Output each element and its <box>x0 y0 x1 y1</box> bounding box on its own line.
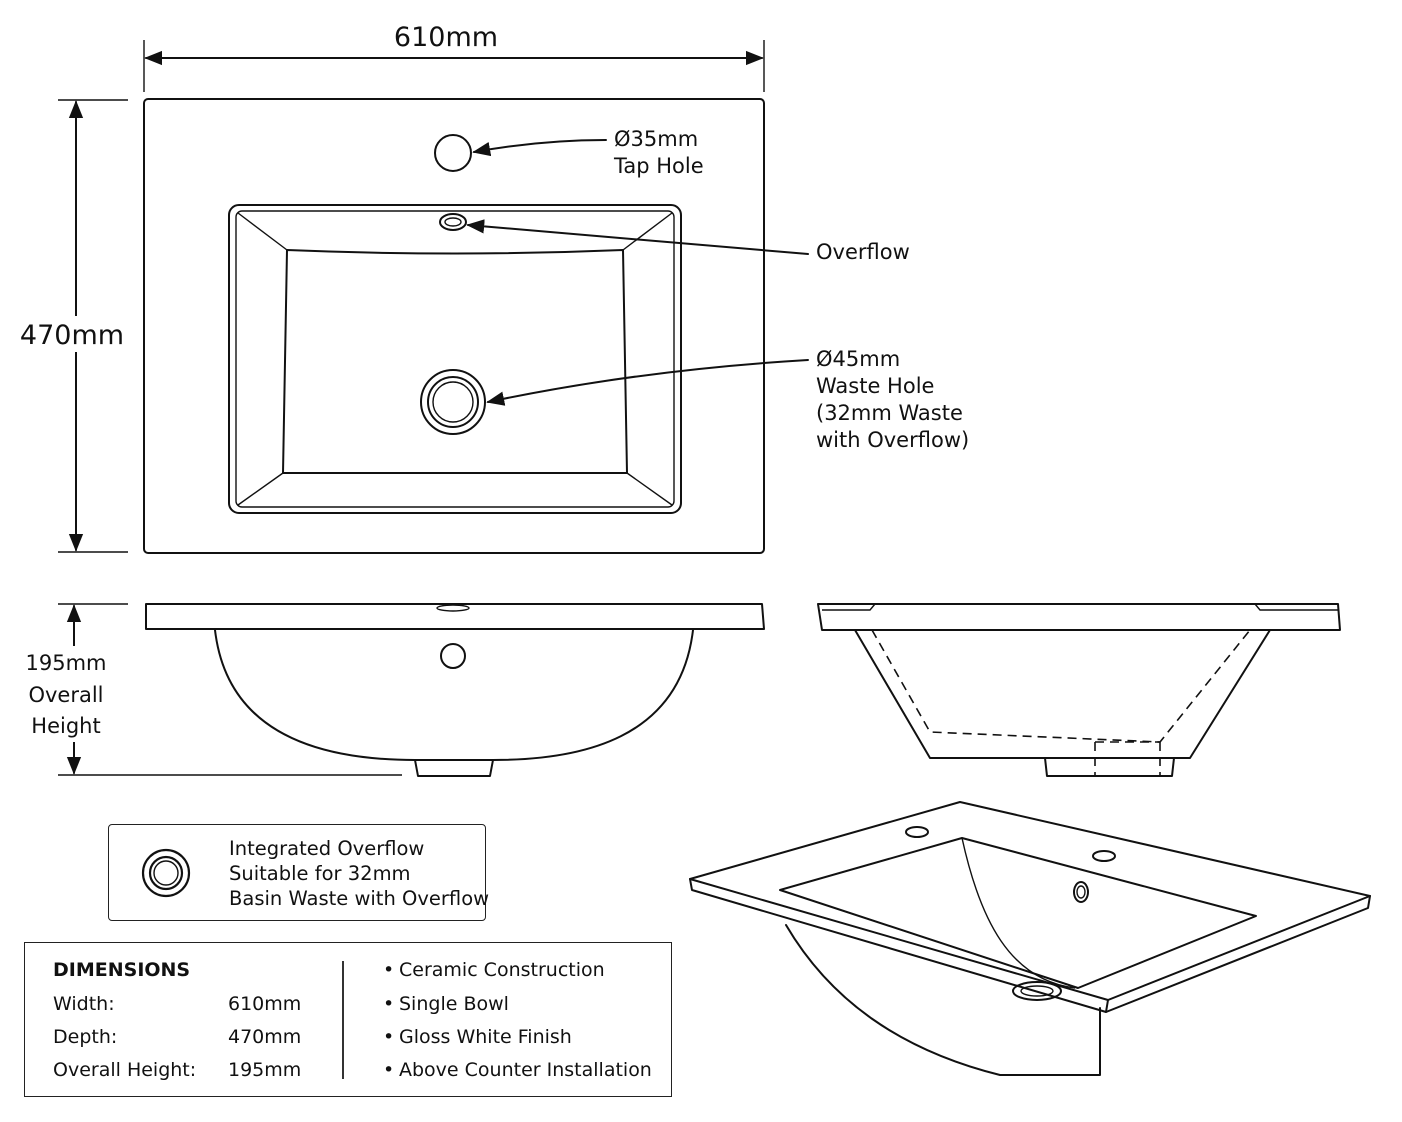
spec-row-depth: Depth: 470mm <box>53 1026 313 1050</box>
width-label: 610mm <box>394 22 498 53</box>
isometric-view <box>689 801 1371 1076</box>
overflow-note-line: Suitable for 32mm <box>229 862 411 885</box>
height-label-2: Overall <box>28 683 103 707</box>
waste-hole-note-2: with Overflow) <box>816 428 969 452</box>
overflow-label: Overflow <box>816 240 910 264</box>
feature-item: •Above Counter Installation <box>383 1059 652 1081</box>
spec-value: 195mm <box>228 1059 302 1081</box>
waste-hole-size: Ø45mm <box>816 347 900 371</box>
depth-dimension: 470mm <box>18 99 128 553</box>
height-label: 195mm <box>26 651 107 675</box>
feature-item: •Ceramic Construction <box>383 959 605 981</box>
overflow-ring-icon <box>141 848 191 898</box>
waste-hole-icon <box>420 369 486 435</box>
dimensions-title: DIMENSIONS <box>53 959 191 981</box>
spec-row-height: Overall Height: 195mm <box>53 1059 313 1083</box>
feature-item: •Single Bowl <box>383 993 509 1015</box>
height-label-3: Height <box>31 714 100 738</box>
feature-item: •Gloss White Finish <box>383 1026 572 1048</box>
spec-label: Width: <box>53 993 115 1015</box>
spec-label: Depth: <box>53 1026 118 1048</box>
spec-value: 610mm <box>228 993 302 1015</box>
width-dimension: 610mm <box>143 22 765 92</box>
plan-view <box>143 98 765 554</box>
front-elevation <box>145 603 765 777</box>
spec-row-width: Width: 610mm <box>53 993 313 1017</box>
side-elevation <box>817 603 1341 777</box>
waste-hole-label: Waste Hole <box>816 374 934 398</box>
overflow-icon <box>439 213 467 231</box>
depth-label: 470mm <box>20 320 124 351</box>
tap-hole-icon <box>434 134 472 172</box>
overflow-callout: Overflow <box>466 219 910 264</box>
tap-hole-size: Ø35mm <box>614 127 698 151</box>
spec-label: Overall Height: <box>53 1059 197 1081</box>
dimensions-table: DIMENSIONS Width: 610mm Depth: 470mm Ove… <box>24 942 672 1097</box>
overflow-note-line: Integrated Overflow <box>229 837 425 860</box>
overflow-note-text: Integrated Overflow Suitable for 32mm Ba… <box>229 836 489 911</box>
waste-hole-note-1: (32mm Waste <box>816 401 963 425</box>
overflow-front-icon <box>440 643 466 669</box>
waste-hole-callout: Ø45mm Waste Hole (32mm Waste with Overfl… <box>486 347 969 452</box>
overflow-note: Integrated Overflow Suitable for 32mm Ba… <box>108 824 489 921</box>
tap-hole-label: Tap Hole <box>613 154 704 178</box>
overflow-note-line: Basin Waste with Overflow <box>229 887 490 910</box>
specs-divider <box>342 961 344 1079</box>
height-dimension: 195mm Overall Height <box>14 603 402 776</box>
tap-hole-callout: Ø35mm Tap Hole <box>472 127 704 178</box>
spec-value: 470mm <box>228 1026 302 1048</box>
